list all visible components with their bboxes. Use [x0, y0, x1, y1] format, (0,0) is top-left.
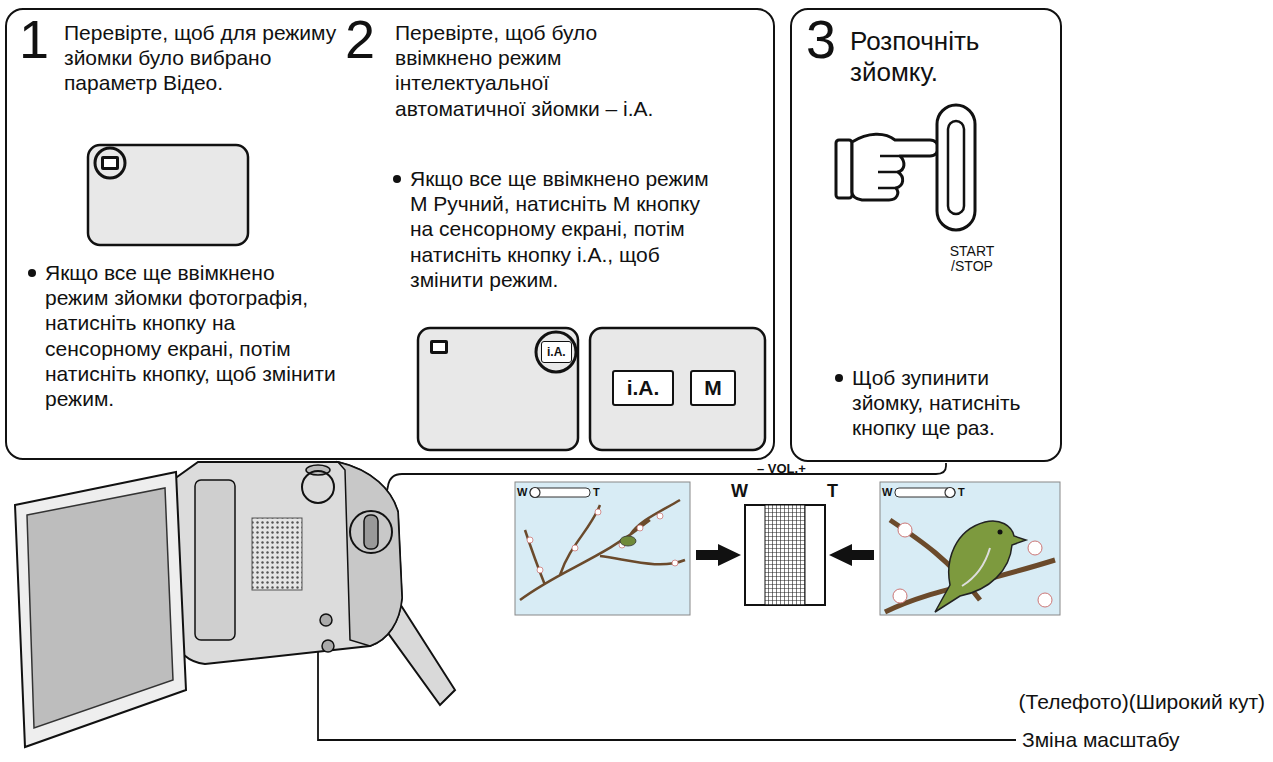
touch-button: i.A.: [612, 370, 674, 406]
camcorder: [170, 462, 402, 664]
mode-icon: i.A.: [541, 341, 572, 363]
zoom-lever-label: T: [827, 482, 838, 502]
lcd-screen: [88, 145, 248, 245]
button-label: M: [704, 375, 722, 400]
zoom-wide-picture: [527, 509, 678, 573]
zoom-wide-picture: [657, 513, 663, 519]
zoom-bar-label: W: [882, 486, 892, 498]
touch-button: M: [690, 370, 736, 406]
zoom-lever: [829, 544, 874, 566]
icon-label: i.A.: [547, 345, 566, 359]
lcd-screen: [418, 328, 578, 450]
lcd-screen: [433, 343, 445, 351]
caption-text: (Телефото)(Широкий кут): [1019, 690, 1265, 713]
zoom-tele-picture: [893, 589, 907, 603]
step-panel: 3Розпочніть зйомку. START /STOP Щоб зупини…: [790, 8, 1062, 462]
camcorder: [364, 515, 378, 549]
camcorder: [252, 518, 302, 590]
zoom-tele-picture: [935, 521, 1026, 612]
zoom-tele-picture: [895, 488, 955, 497]
lcd-screen: [95, 148, 125, 178]
zoom-bar-label: T: [593, 486, 600, 498]
start-stop-button: [937, 105, 975, 230]
zoom-tele-picture: [945, 488, 955, 498]
camcorder: [338, 462, 402, 646]
lcd-screen: [536, 332, 576, 372]
lcd-screen: [101, 156, 119, 170]
button-panel: [590, 328, 765, 450]
lcd-screen: [88, 145, 248, 245]
camcorder: [195, 480, 235, 640]
lcd-screen: [104, 159, 116, 167]
step-panel: i.A. i.A. M 1Перевірте, щоб для режиму зйом…: [5, 8, 775, 460]
zoom-lever: [696, 544, 741, 566]
zoom-wide-picture: [527, 537, 533, 543]
zoom-lever: [696, 505, 874, 605]
pointing-hand: [836, 140, 852, 198]
zoom-tele-picture: [880, 482, 1060, 615]
zoom-wide-picture: [595, 509, 601, 515]
zoom-tele-picture: [962, 548, 990, 586]
button-panel: [590, 328, 765, 450]
note-text: Якщо все ще ввімкнено режим зйомки фотог…: [45, 260, 340, 411]
part-label: Зміна масштабу: [1022, 728, 1180, 751]
zoom-tele-picture: [880, 482, 1060, 615]
camcorder: [320, 614, 332, 626]
pointing-hand: [878, 156, 900, 188]
zoom-wide-picture: [520, 500, 685, 600]
zoom-lever-label: W: [731, 482, 748, 502]
zoom-tele-picture: [998, 530, 1003, 535]
zoom-bar-label: W: [517, 486, 527, 498]
step-number: 3: [806, 12, 856, 66]
camcorder: [27, 488, 173, 728]
zoom-tele-picture: [885, 520, 1055, 612]
note-text: Щоб зупинити зйомку, натисніть кнопку ще…: [852, 365, 1052, 441]
step-text: Перевірте, щоб було ввімкнено режим інте…: [395, 20, 685, 121]
zoom-tele-picture: [1038, 593, 1052, 607]
note-text: Якщо все ще ввімкнено режим M Ручний, на…: [410, 166, 715, 292]
step-number: 2: [345, 12, 395, 66]
step-text: Розпочніть зйомку.: [850, 26, 1055, 88]
zoom-tele-picture: [1028, 541, 1042, 555]
zoom-wide-picture: [637, 525, 643, 531]
start-stop-button: [948, 121, 964, 214]
camcorder: [15, 462, 455, 747]
step-text: Перевірте, щоб для режиму зйомки було ви…: [64, 20, 342, 96]
zoom-bar-label: T: [958, 486, 965, 498]
zoom-wide-picture: [672, 560, 678, 566]
zoom-tele-picture: [898, 523, 912, 537]
pointing-hand: [836, 134, 938, 200]
zoom-wide-picture: [515, 482, 690, 615]
camcorder: [302, 471, 334, 503]
zoom-wide-picture: [537, 567, 543, 573]
zoom-wide-picture: [530, 488, 590, 497]
lcd-screen: [418, 328, 578, 450]
zoom-wide-picture: [515, 482, 690, 615]
button-caption: START /STOP: [930, 244, 1014, 275]
start-stop-button: [937, 105, 975, 230]
zoom-wide-picture: [572, 545, 578, 551]
lcd-screen: [430, 340, 448, 354]
step-number: 1: [19, 12, 69, 66]
button-label: i.A.: [627, 375, 660, 400]
camcorder: [15, 472, 186, 747]
pointing-hand: [852, 134, 938, 200]
zoom-lever-label: – VOL.+: [757, 462, 806, 476]
camcorder: [350, 511, 392, 553]
zoom-lever: [765, 505, 805, 605]
zoom-lever: [745, 505, 825, 605]
camcorder: [322, 640, 334, 652]
zoom-wide-picture: [530, 488, 540, 498]
zoom-wide-picture: [620, 536, 636, 546]
